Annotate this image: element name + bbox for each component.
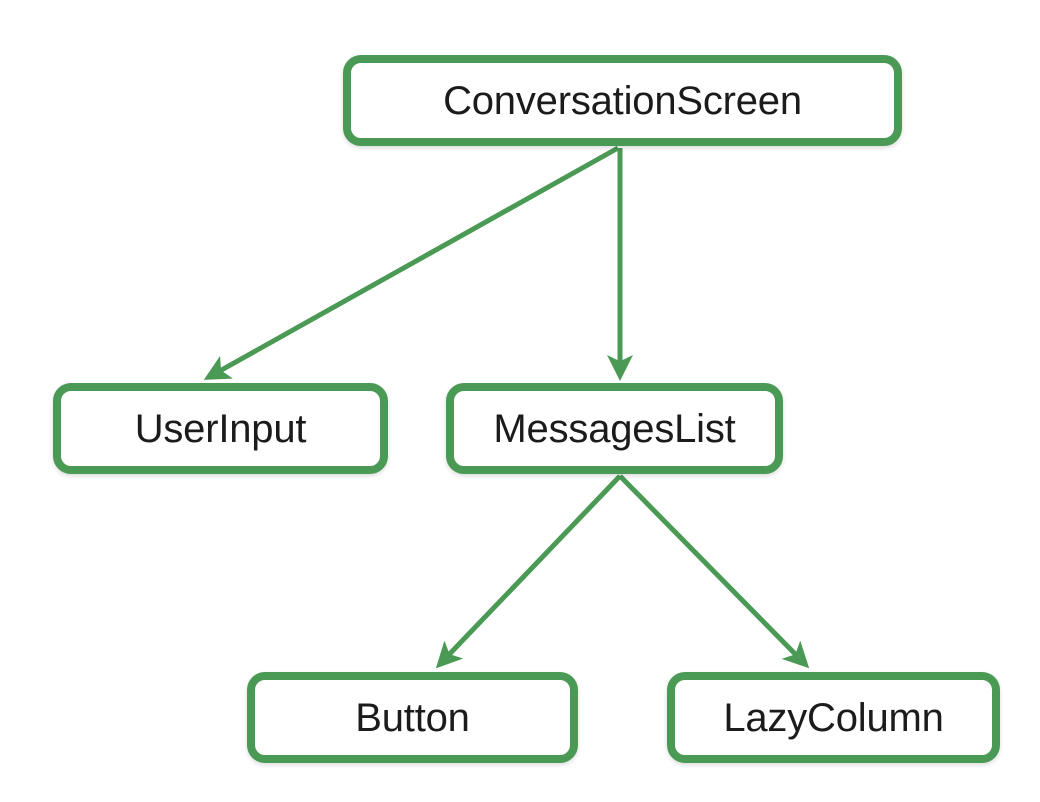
edge-messageslist-button — [435, 474, 622, 669]
edge-messageslist-lazycolumn — [618, 474, 810, 669]
node-button-label: Button — [355, 695, 470, 740]
node-button[interactable]: Button — [247, 672, 578, 763]
node-lazycolumn[interactable]: LazyColumn — [667, 672, 1000, 763]
node-userinput[interactable]: UserInput — [53, 383, 388, 474]
node-messageslist[interactable]: MessagesList — [446, 383, 783, 474]
node-messageslist-label: MessagesList — [493, 406, 736, 451]
node-lazycolumn-label: LazyColumn — [723, 695, 944, 740]
node-conversationscreen[interactable]: ConversationScreen — [343, 55, 902, 146]
edge-conversationscreen-userinput — [203, 145, 620, 380]
node-userinput-label: UserInput — [134, 406, 307, 451]
node-conversationscreen-label: ConversationScreen — [443, 78, 802, 123]
